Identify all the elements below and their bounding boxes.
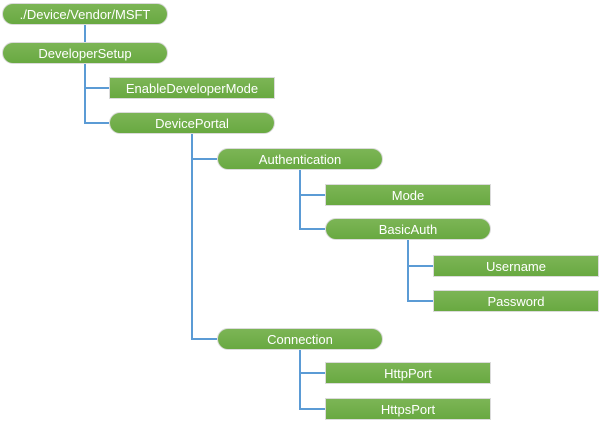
tree-node-basic-auth: BasicAuth [325, 218, 491, 240]
tree-node-authentication: Authentication [217, 148, 383, 170]
tree-node-device-portal: DevicePortal [109, 112, 275, 134]
connector-line [407, 300, 433, 302]
connector-line [299, 372, 325, 374]
connector-line [299, 408, 325, 410]
tree-node-developer-setup: DeveloperSetup [2, 42, 168, 64]
tree-node-enable-developer-mode: EnableDeveloperMode [109, 77, 275, 99]
connector-line [84, 25, 86, 42]
connector-line [299, 228, 325, 230]
connector-line [191, 134, 193, 339]
tree-node-username: Username [433, 255, 599, 277]
connector-line [407, 265, 433, 267]
connector-line [191, 158, 217, 160]
connector-line [84, 87, 109, 89]
tree-node-http-port: HttpPort [325, 362, 491, 384]
connector-line [299, 194, 325, 196]
connector-line [84, 122, 109, 124]
connector-line [191, 338, 217, 340]
connector-line [299, 170, 301, 229]
tree-node-https-port: HttpsPort [325, 398, 491, 420]
connector-line [407, 240, 409, 301]
tree-node-mode: Mode [325, 184, 491, 206]
tree-node-connection: Connection [217, 328, 383, 350]
connector-line [84, 64, 86, 123]
connector-line [299, 350, 301, 409]
tree-node-password: Password [433, 290, 599, 312]
tree-node-root: ./Device/Vendor/MSFT [2, 3, 168, 25]
